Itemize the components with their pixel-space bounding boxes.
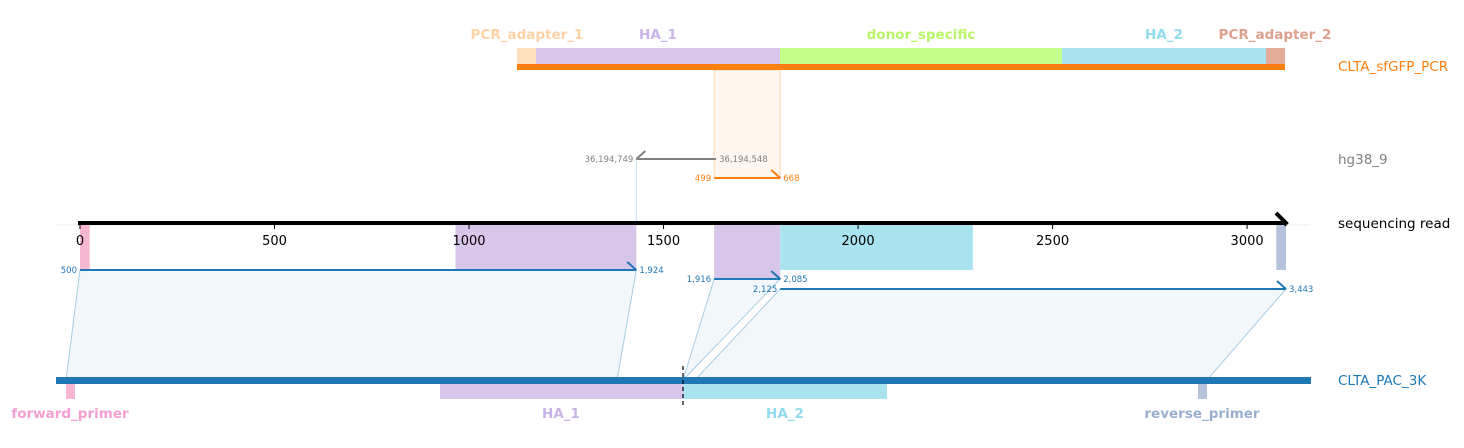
track-label-genome: hg38_9 bbox=[1338, 152, 1388, 168]
donor-feature-pcr-adapter-1 bbox=[517, 48, 536, 65]
donor-feature-label-ha-2: HA_2 bbox=[1145, 27, 1183, 43]
target-feature-ha-2 bbox=[683, 383, 887, 399]
donor-feature-label-ha-1: HA_1 bbox=[639, 27, 677, 43]
target-feature-label-forward-primer: forward_primer bbox=[11, 406, 129, 422]
alignment-start-label-3: 499 bbox=[695, 174, 711, 184]
target-feature-ha-1 bbox=[440, 383, 683, 399]
donor-feature-donor-specific bbox=[780, 48, 1062, 65]
alignment-end-label-0: 1,924 bbox=[639, 266, 663, 276]
read-axis-arrowhead bbox=[1274, 211, 1289, 227]
alignment-arrow-2 bbox=[1276, 280, 1287, 290]
target-alignment-area-2 bbox=[693, 288, 1288, 381]
read-feature-ha-1-1 bbox=[455, 223, 637, 270]
track-label-donor: CLTA_sfGFP_PCR bbox=[1338, 59, 1448, 75]
alignment-arrow-3 bbox=[770, 169, 781, 179]
alignment-end-label-1: 2,085 bbox=[783, 275, 807, 285]
donor-feature-ha-1 bbox=[536, 48, 780, 65]
alignment-start-label-4: 36,194,749 bbox=[585, 155, 634, 165]
alignment-arrow-4 bbox=[635, 150, 646, 160]
donor-reference-bar bbox=[517, 64, 1285, 70]
alignment-arrow-1 bbox=[770, 270, 781, 280]
read-feature-forward-primer-0 bbox=[80, 223, 90, 270]
alignment-end-label-3: 668 bbox=[783, 174, 799, 184]
alignment-start-label-0: 500 bbox=[61, 266, 77, 276]
read-feature-reverse-primer-4 bbox=[1276, 223, 1286, 270]
alignment-end-label-2: 3,443 bbox=[1289, 285, 1313, 295]
target-feature-label-ha-2: HA_2 bbox=[766, 406, 804, 422]
alignment-start-label-1: 1,916 bbox=[687, 275, 711, 285]
read-axis-tick-label-0: 0 bbox=[76, 234, 84, 249]
donor-feature-label-donor-specific: donor_specific bbox=[867, 27, 976, 43]
target-feature-label-reverse-primer: reverse_primer bbox=[1144, 406, 1260, 422]
target-feature-label-ha-1: HA_1 bbox=[542, 406, 580, 422]
track-label-read: sequencing read bbox=[1338, 216, 1450, 232]
donor-feature-label-pcr-adapter-1: PCR_adapter_1 bbox=[471, 27, 584, 43]
read-feature-ha-2-3 bbox=[780, 223, 973, 270]
read-axis-tick-label-500: 500 bbox=[262, 234, 287, 249]
alignment-arrow-0 bbox=[626, 261, 637, 271]
donor-feature-label-pcr-adapter-2: PCR_adapter_2 bbox=[1219, 27, 1332, 43]
alignment-start-label-2: 2,125 bbox=[753, 285, 777, 295]
read-axis-tick-label-1000: 1000 bbox=[452, 234, 485, 249]
read-axis-tick-label-1500: 1500 bbox=[647, 234, 680, 249]
target-alignment-area-0 bbox=[65, 269, 637, 381]
donor-highlight-column bbox=[713, 69, 781, 179]
read-feature-ha-1-2 bbox=[714, 223, 781, 279]
donor-feature-ha-2 bbox=[1062, 48, 1266, 65]
donor-feature-pcr-adapter-2 bbox=[1266, 48, 1285, 65]
target-feature-forward-primer bbox=[66, 383, 75, 399]
read-axis-tick-label-3000: 3000 bbox=[1231, 234, 1264, 249]
alignment-end-label-4: 36,194,548 bbox=[719, 155, 768, 165]
read-axis-tick-label-2000: 2000 bbox=[842, 234, 875, 249]
read-axis-tick-label-2500: 2500 bbox=[1036, 234, 1069, 249]
target-feature-reverse-primer bbox=[1198, 383, 1207, 399]
track-label-target: CLTA_PAC_3K bbox=[1338, 373, 1427, 389]
